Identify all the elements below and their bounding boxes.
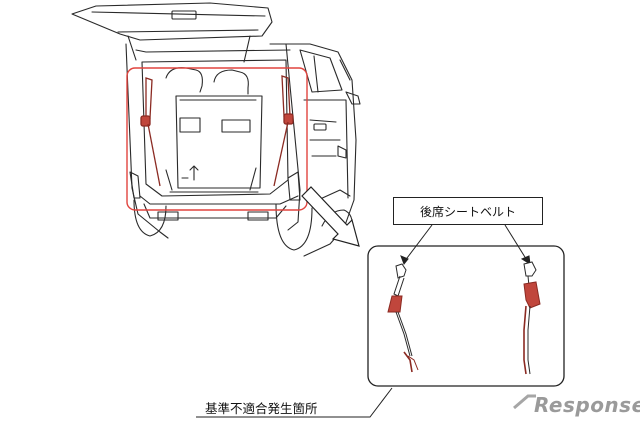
logo-text: Response. bbox=[534, 393, 640, 417]
response-logo-mark bbox=[513, 394, 536, 410]
nonconformity-location-caption: 基準不適合発生箇所 bbox=[205, 401, 318, 416]
tailgate bbox=[71, 2, 273, 63]
response-logo: Response. bbox=[506, 392, 640, 418]
van-body bbox=[125, 43, 361, 257]
vehicle-belts bbox=[140, 75, 294, 187]
caption-leader bbox=[196, 387, 393, 418]
pointer-arrow bbox=[301, 186, 360, 247]
label-pointers bbox=[400, 224, 531, 265]
highlight-box bbox=[126, 67, 308, 211]
detail-inset bbox=[367, 245, 565, 387]
inset-belts bbox=[387, 261, 541, 375]
rear-seatbelt-label: 後席シートベルト bbox=[393, 197, 543, 225]
